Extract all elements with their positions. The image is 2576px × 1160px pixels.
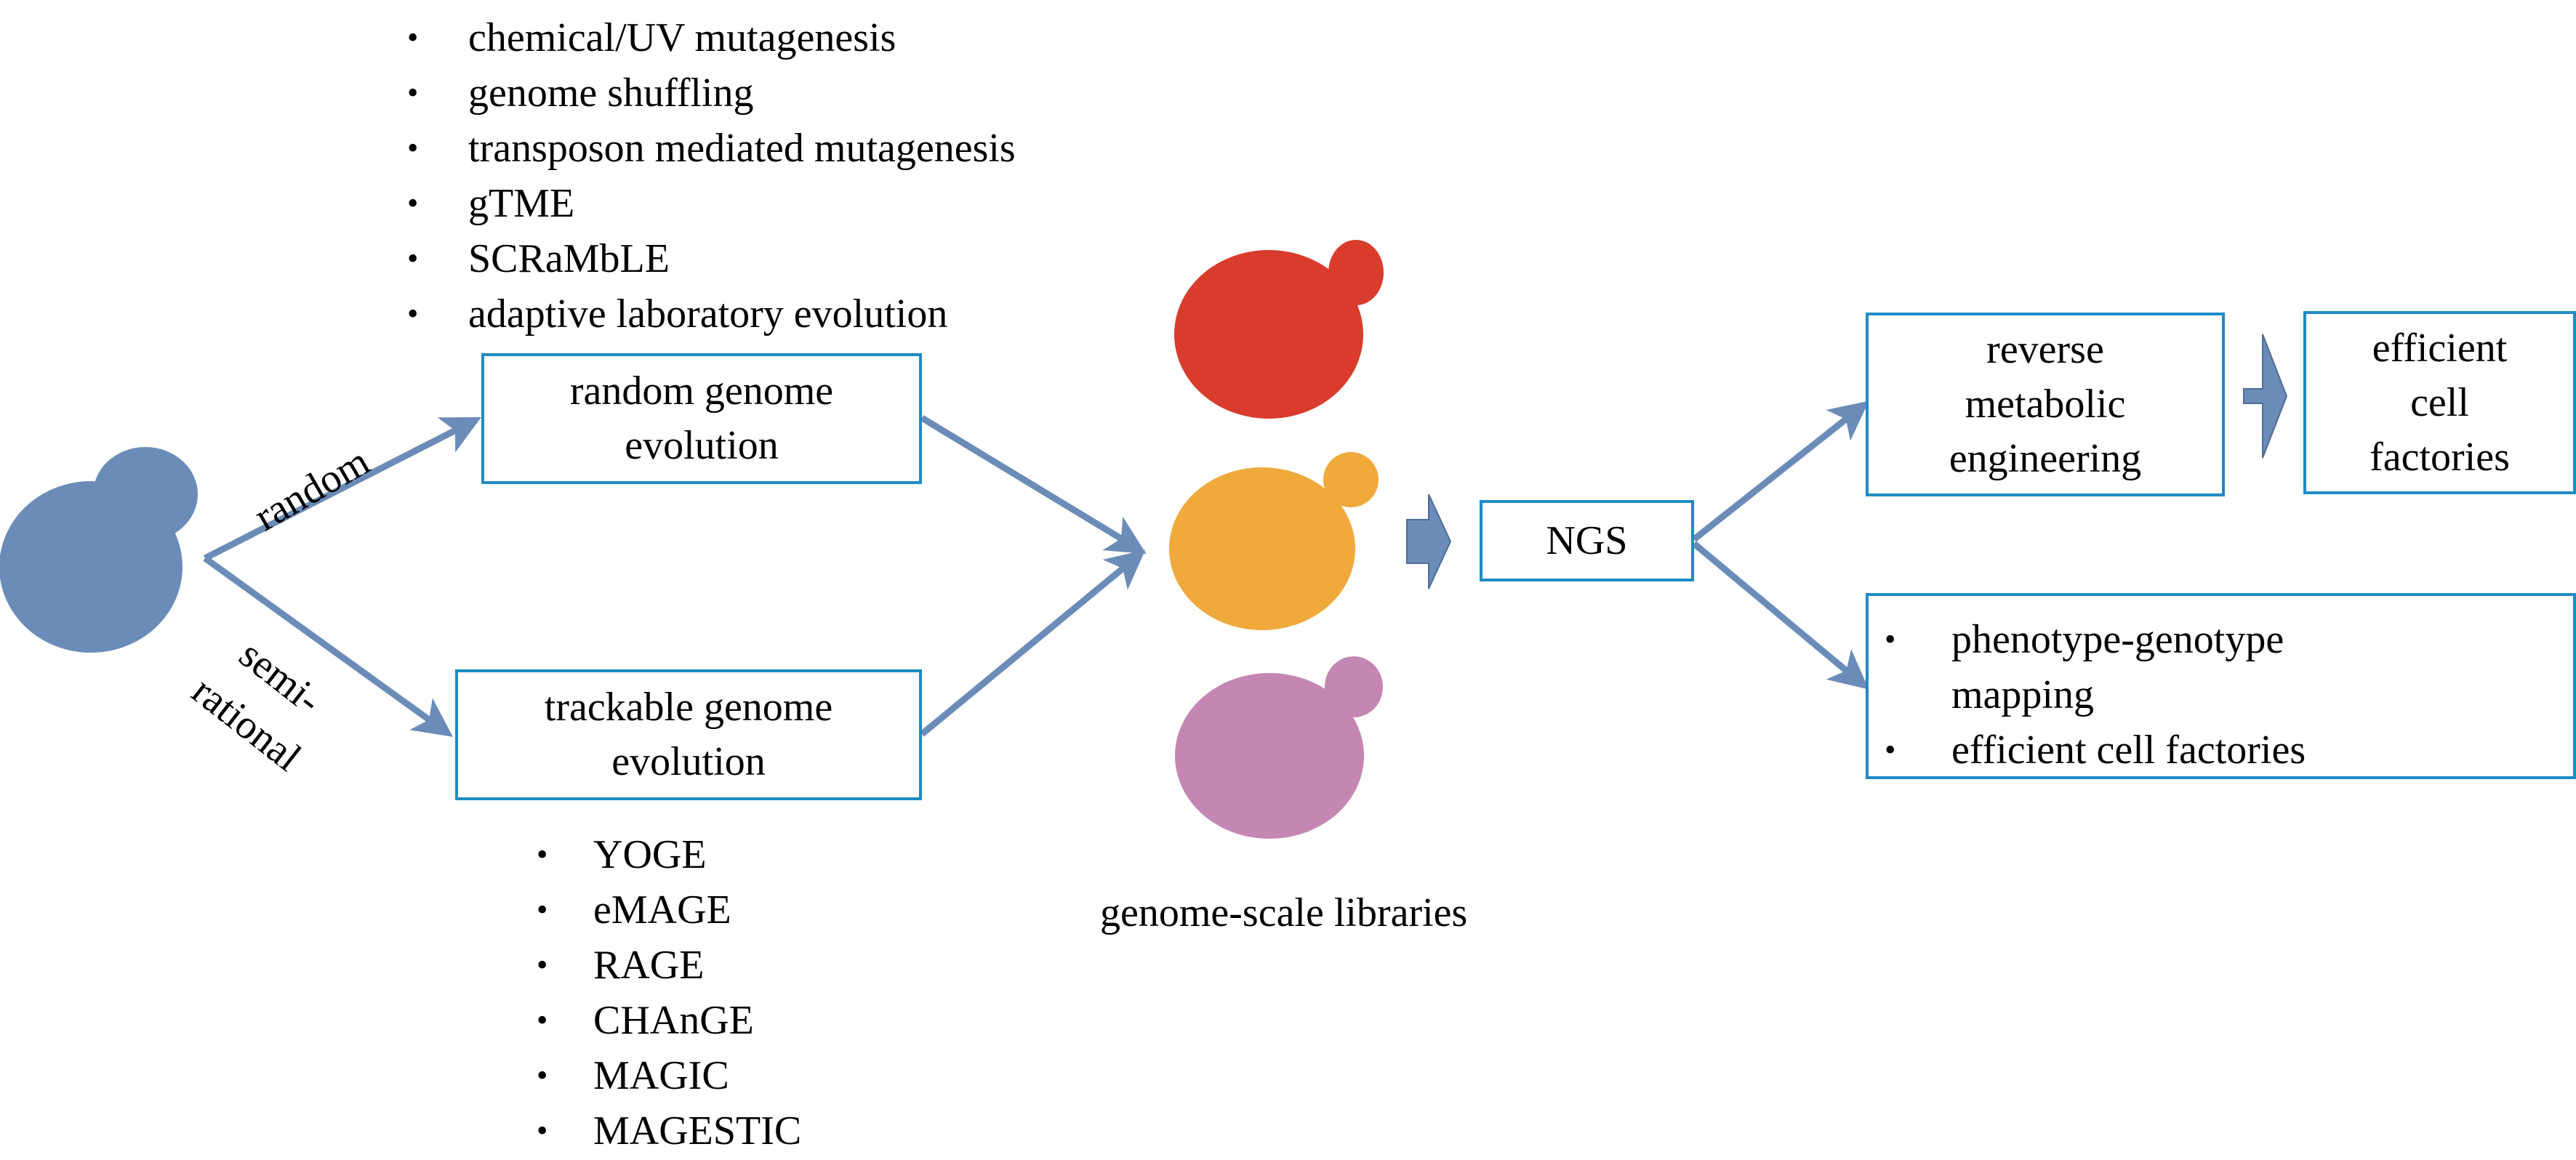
list-item: •genome shuffling	[407, 65, 1016, 121]
arrow-trackable-to-libraries	[920, 549, 1146, 737]
bullet-icon: •	[537, 837, 548, 872]
random-methods-list: •chemical/UV mutagenesis •genome shuffli…	[407, 10, 1016, 342]
list-item: •gTME	[407, 176, 1016, 231]
list-item: •MAGIC	[537, 1048, 801, 1103]
outcomes-list: •phenotype-genotype mapping •efficient c…	[1885, 612, 2306, 778]
library-cell-pink	[1175, 656, 1383, 839]
library-cell-red	[1174, 240, 1384, 419]
genome-scale-libraries-label: genome-scale libraries	[1100, 890, 1468, 935]
bullet-icon: •	[407, 75, 419, 110]
bullet-icon: •	[407, 20, 419, 55]
random-genome-evolution-box: random genome evolution	[481, 353, 922, 484]
list-item: •adaptive laboratory evolution	[407, 286, 1016, 342]
list-item: •phenotype-genotype mapping	[1885, 612, 2306, 722]
arrow-ngs-to-reverse	[1692, 400, 1869, 542]
arrow-semirational-branch	[203, 555, 453, 737]
box-label: reverse metabolic engineering	[1949, 327, 2142, 481]
arrow-ngs-to-outcomes	[1692, 541, 1869, 690]
bullet-icon: •	[407, 241, 419, 276]
list-item: •MAGESTIC	[537, 1103, 801, 1159]
bullet-icon: •	[537, 1058, 548, 1093]
bullet-icon: •	[537, 892, 548, 927]
reverse-metabolic-engineering-box: reverse metabolic engineering	[1866, 313, 2225, 496]
arrow-random-branch	[203, 416, 482, 562]
arrow-random-to-libraries	[920, 415, 1147, 554]
box-label: random genome evolution	[569, 368, 834, 468]
bullet-icon: •	[537, 1002, 548, 1038]
efficient-cell-factories-box: efficient cell factories	[2303, 311, 2576, 494]
box-label: trackable genome evolution	[544, 685, 833, 784]
block-arrow-to-factories-icon	[2243, 334, 2288, 459]
library-cell-orange	[1169, 452, 1379, 630]
list-item: •RAGE	[537, 938, 801, 993]
list-item: •SCRaMbLE	[407, 231, 1016, 286]
list-item: •efficient cell factories	[1885, 722, 2306, 778]
bullet-icon: •	[407, 130, 419, 166]
block-arrow-to-ngs-icon	[1406, 494, 1452, 589]
trackable-genome-evolution-box: trackable genome evolution	[455, 669, 922, 800]
bullet-icon: •	[537, 947, 548, 983]
outcomes-box: •phenotype-genotype mapping •efficient c…	[1866, 593, 2576, 779]
bullet-icon: •	[407, 185, 419, 221]
box-label: efficient cell factories	[2370, 325, 2510, 480]
list-item: •eMAGE	[537, 882, 801, 938]
ngs-box: NGS	[1480, 500, 1694, 581]
list-item: •transposon mediated mutagenesis	[407, 121, 1016, 176]
box-label: NGS	[1546, 517, 1628, 563]
bullet-icon: •	[407, 296, 419, 331]
list-item: •chemical/UV mutagenesis	[407, 10, 1016, 65]
list-item: •YOGE	[537, 827, 801, 882]
trackable-methods-list: •YOGE •eMAGE •RAGE •CHAnGE •MAGIC •MAGES…	[537, 827, 801, 1159]
parent-yeast-cell	[0, 447, 198, 653]
list-item: •CHAnGE	[537, 993, 801, 1048]
bullet-icon: •	[537, 1113, 548, 1148]
bullet-icon: •	[1885, 732, 1896, 768]
bullet-icon: •	[1885, 621, 1896, 657]
